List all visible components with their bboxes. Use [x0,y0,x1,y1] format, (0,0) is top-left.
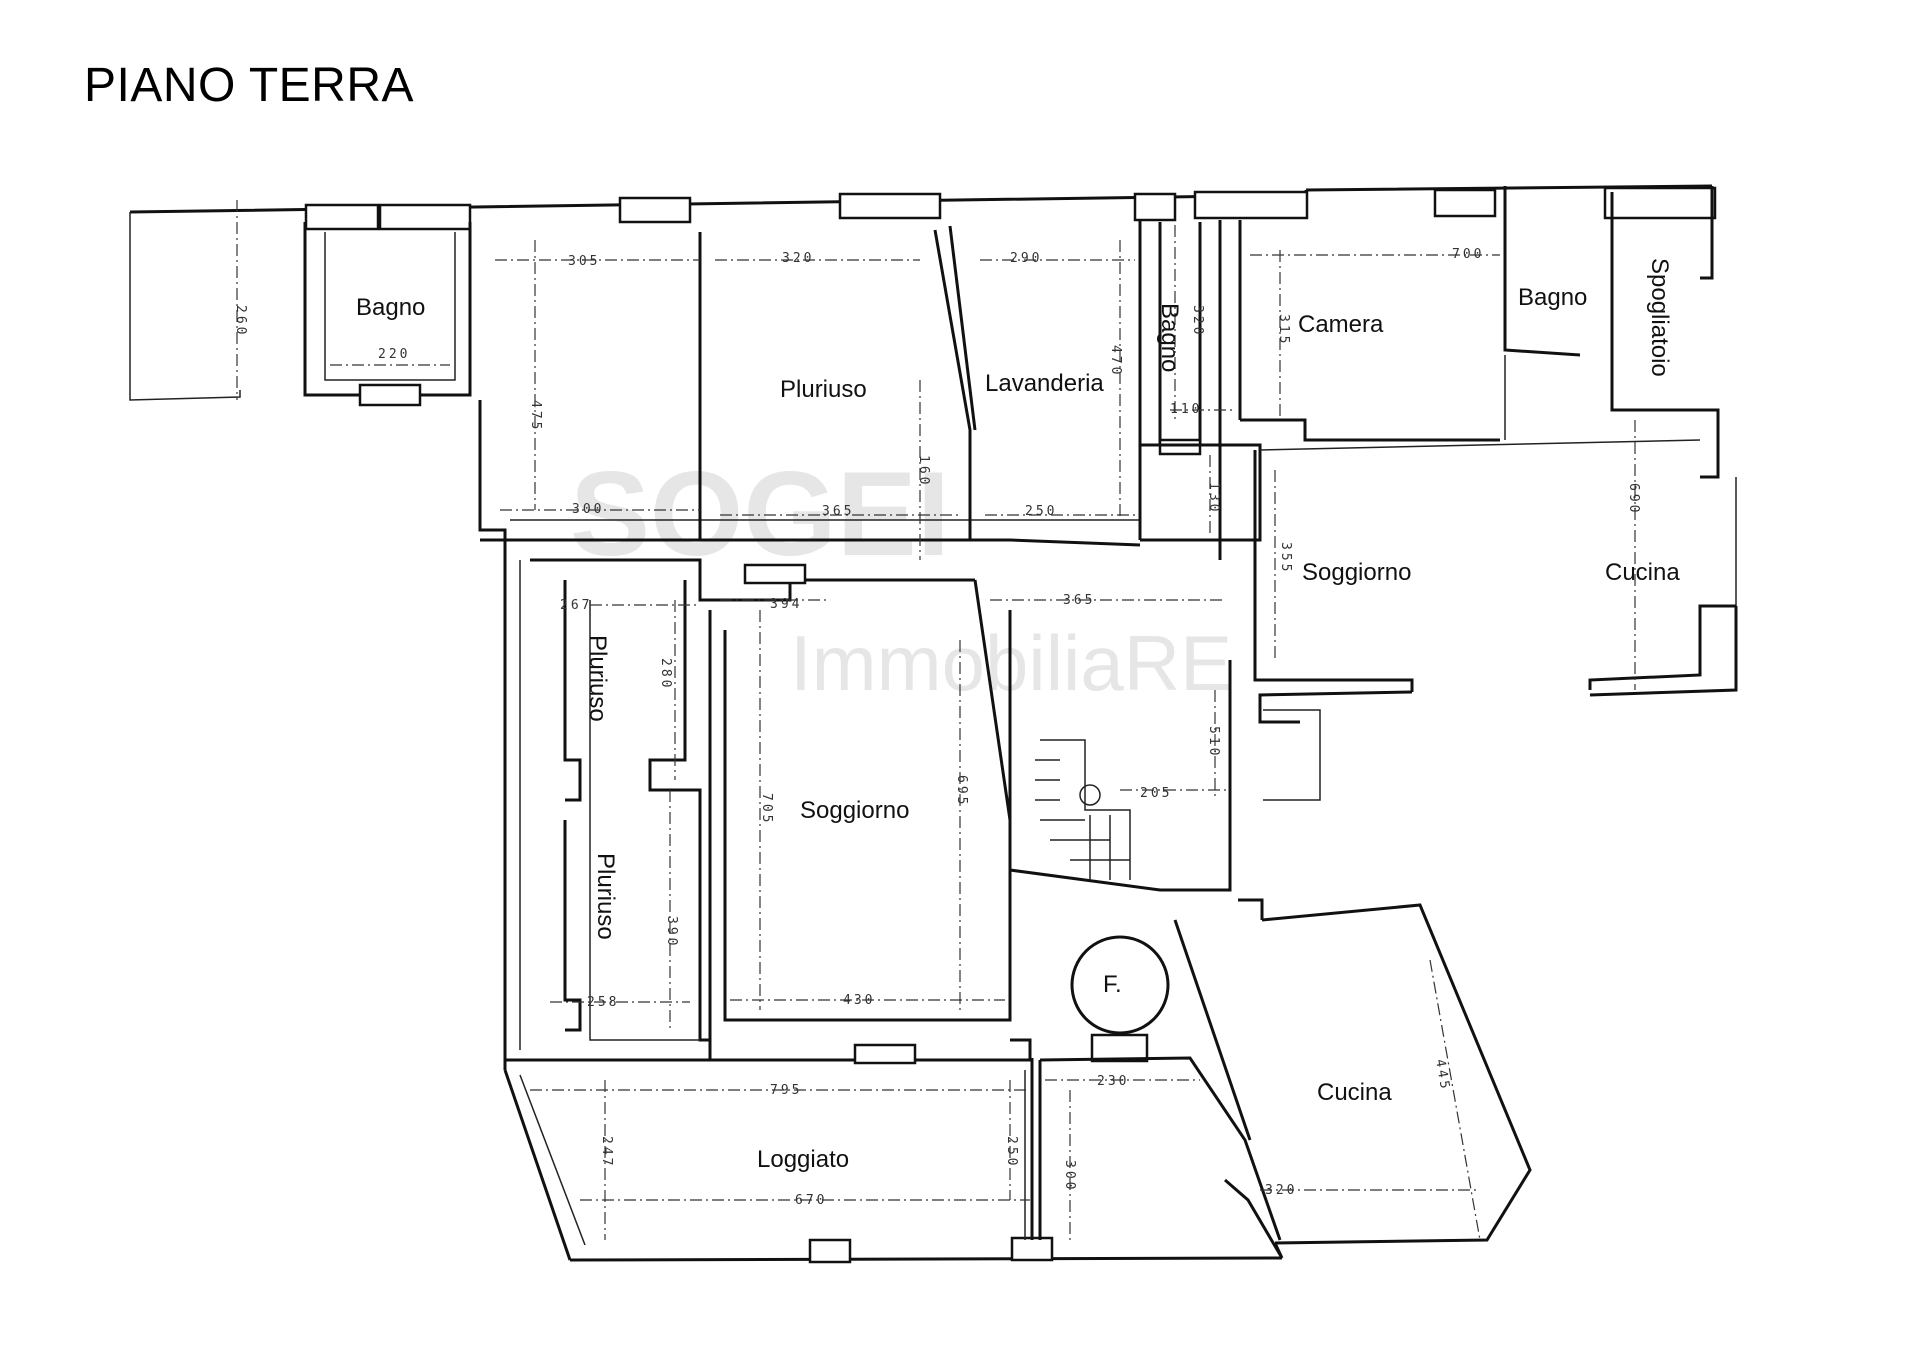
dim-label: 230 [1097,1074,1129,1089]
dim-label: 267 [560,598,592,613]
dim-label: 700 [1452,247,1484,262]
dim-label: 205 [1140,786,1172,801]
room-label-pluriuso-1: Pluriuso [780,376,867,403]
room-label-bagno-2: Bagno [1156,303,1183,372]
dim-label: 470 [1108,345,1123,377]
room-label-pluriuso-3: Pluriuso [592,853,619,940]
dim-label: 300 [1062,1160,1077,1192]
dim-label: 290 [1010,251,1042,266]
room-label-bagno-3: Bagno [1518,284,1587,311]
dim-label: 795 [770,1083,802,1098]
room-label-lavanderia: Lavanderia [985,370,1104,397]
dim-label: 670 [795,1193,827,1208]
dim-label: 315 [1276,314,1291,346]
room-label-f: F. [1103,971,1122,998]
dim-label: 320 [782,251,814,266]
room-label-spogliatoio: Spogliatoio [1646,258,1673,377]
dim-label: 430 [843,993,875,1008]
dim-label: 445 [1432,1058,1452,1093]
dim-label: 110 [1170,402,1202,417]
room-label-cucina-1: Cucina [1605,559,1680,586]
watermark: SOGEI ImmobiliaRE [570,447,1232,707]
dim-label: 250 [1004,1136,1019,1168]
dim-label: 130 [1206,482,1221,514]
dim-label: 247 [599,1136,614,1168]
page-title: PIANO TERRA [84,59,415,112]
interior-walls [303,186,1736,1241]
dim-label: 475 [528,400,543,432]
dim-label: 305 [568,254,600,269]
dim-label: 320 [1190,305,1205,337]
dim-label: 250 [1025,504,1057,519]
dim-label: 280 [658,658,673,690]
dim-label: 258 [587,995,619,1010]
dim-label: 394 [770,597,802,612]
dimension-labels: 260 220 305 475 300 320 365 160 290 470 … [233,247,1641,1208]
dim-label: 320 [1265,1183,1297,1198]
room-labels: Bagno Pluriuso Lavanderia Bagno Camera B… [356,258,1680,1173]
dim-label: 390 [664,916,679,948]
room-label-camera: Camera [1298,311,1384,338]
outer-walls [129,184,1738,1264]
room-label-soggiorno-1: Soggiorno [1302,559,1411,586]
room-label-loggiato: Loggiato [757,1146,849,1173]
room-label-pluriuso-2: Pluriuso [584,635,611,722]
room-label-bagno-1: Bagno [356,294,425,321]
dim-label: 300 [572,502,604,517]
dim-label: 695 [954,775,969,807]
dim-label: 160 [916,455,931,487]
dim-label: 365 [1063,593,1095,608]
dim-label: 690 [1626,483,1641,515]
dim-label: 355 [1278,542,1293,574]
dim-label: 260 [233,305,248,337]
dim-label: 220 [378,347,410,362]
dim-label: 365 [822,504,854,519]
dimension-lines [236,200,1636,1241]
room-label-soggiorno-2: Soggiorno [800,797,909,824]
room-label-cucina-2: Cucina [1317,1079,1392,1106]
dim-label: 510 [1206,726,1221,758]
dim-label: 705 [759,793,774,825]
